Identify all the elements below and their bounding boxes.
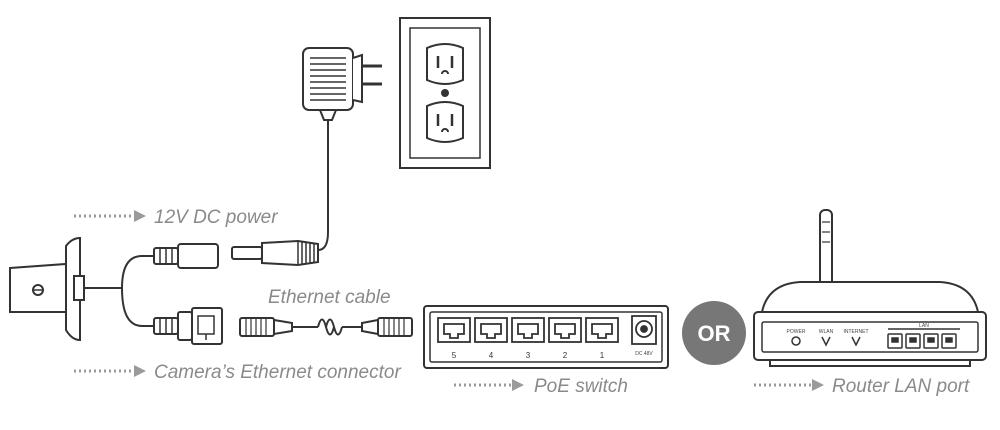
camera-connector-label: Camera’s Ethernet connector bbox=[154, 362, 401, 383]
router-lan-ports bbox=[887, 333, 957, 349]
dc-power-label: 12V DC power bbox=[154, 207, 278, 228]
switch-port[interactable] bbox=[474, 317, 508, 343]
camera-connector-arrow bbox=[74, 365, 146, 377]
switch-port[interactable] bbox=[511, 317, 545, 343]
wall-outlet bbox=[399, 17, 491, 169]
ethernet-cable bbox=[239, 317, 413, 337]
or-text: OR bbox=[698, 321, 731, 346]
switch-port-number: 3 bbox=[526, 351, 531, 360]
router-port-arrow bbox=[754, 379, 824, 391]
switch-dc-jack bbox=[631, 315, 657, 345]
switch-port[interactable] bbox=[548, 317, 582, 343]
dc-cord bbox=[317, 120, 329, 251]
router-lan-port[interactable] bbox=[905, 333, 921, 349]
router-lan-port[interactable] bbox=[887, 333, 903, 349]
router-panel-label-internet: INTERNET bbox=[844, 329, 869, 335]
switch-dc-jack-label: DC 48V bbox=[635, 351, 653, 357]
switch-port[interactable] bbox=[585, 317, 619, 343]
or-badge: OR bbox=[682, 301, 746, 365]
switch-port-number: 5 bbox=[452, 351, 457, 360]
dc-power-arrow bbox=[74, 210, 146, 222]
router-lan-port[interactable] bbox=[923, 333, 939, 349]
router-indicators bbox=[791, 328, 960, 347]
dc-plug bbox=[231, 239, 319, 267]
poe-switch-ports bbox=[437, 315, 657, 345]
router-lan-label: LAN bbox=[919, 323, 929, 329]
switch-port-number: 4 bbox=[489, 351, 494, 360]
switch-port-number: 2 bbox=[563, 351, 568, 360]
power-adapter bbox=[302, 47, 382, 121]
router-panel-label-power: POWER bbox=[787, 329, 806, 335]
router-panel-label-wlan: WLAN bbox=[819, 329, 834, 335]
switch-port-number: 1 bbox=[600, 351, 605, 360]
camera-dc-jack bbox=[153, 243, 219, 269]
poe-switch-label: PoE switch bbox=[534, 376, 628, 397]
poe-switch-arrow bbox=[454, 379, 524, 391]
camera-rj45-connector bbox=[153, 307, 223, 345]
router-port-label: Router LAN port bbox=[832, 376, 970, 397]
ethernet-cable-label: Ethernet cable bbox=[268, 287, 391, 308]
switch-port[interactable] bbox=[437, 317, 471, 343]
camera-cables bbox=[84, 255, 154, 327]
router-lan-port[interactable] bbox=[941, 333, 957, 349]
camera bbox=[9, 236, 85, 342]
